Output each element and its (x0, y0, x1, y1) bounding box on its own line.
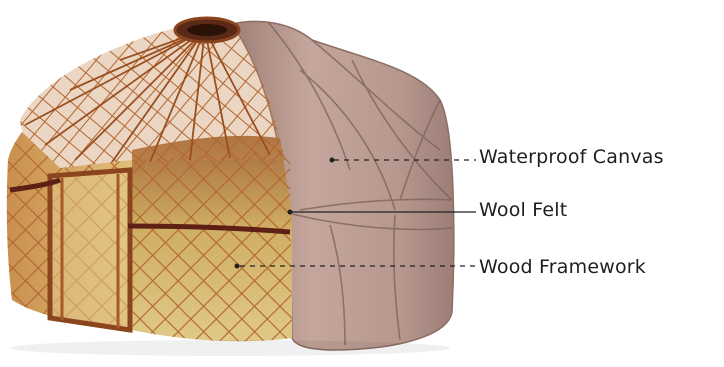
wood-framework-label: Wood Framework (479, 256, 646, 278)
wool-felt-label: Wool Felt (479, 199, 567, 221)
waterproof-canvas-label: Waterproof Canvas (479, 146, 664, 168)
